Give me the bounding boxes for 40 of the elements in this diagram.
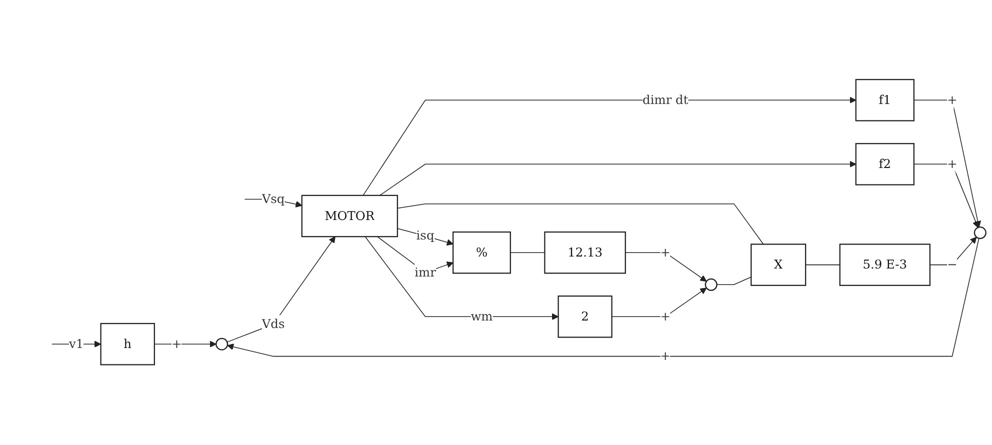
node-box: X <box>750 244 806 286</box>
connector <box>510 252 546 253</box>
edge-label: wm <box>470 309 493 324</box>
arrow <box>362 96 856 196</box>
node-circle <box>216 338 228 350</box>
edge-label: imr <box>414 264 436 280</box>
edge-label: v1 <box>69 336 84 351</box>
node-box: % <box>452 231 511 274</box>
arrow <box>930 236 977 266</box>
node-box: 5.9 E-3 <box>839 244 930 286</box>
arrow <box>914 100 982 228</box>
node-box: 2 <box>558 296 612 338</box>
edge-label: + <box>660 244 671 260</box>
arrow <box>226 236 336 342</box>
edge-label: + <box>660 309 671 324</box>
arrow <box>51 340 102 348</box>
arrow <box>227 238 980 357</box>
edge-label: dimr dt <box>642 92 688 107</box>
arrow <box>611 288 707 318</box>
node-circle <box>704 278 718 291</box>
node-box: MOTOR <box>301 194 398 238</box>
edge-label: Vds <box>262 316 285 332</box>
arrow <box>914 164 979 228</box>
arrow <box>379 160 856 196</box>
connector <box>805 264 840 266</box>
arrow <box>364 236 559 320</box>
edge-label: − <box>947 257 958 272</box>
node-circle <box>974 226 986 240</box>
edge-label: + <box>947 156 958 172</box>
edge-label: + <box>947 92 958 107</box>
edge-label: + <box>172 336 182 351</box>
node-box: h <box>100 322 155 366</box>
node-box: 12.13 <box>544 231 626 274</box>
edge-label: Vsq <box>262 192 285 206</box>
edge-label: isq <box>416 228 434 243</box>
connector <box>716 276 752 286</box>
arrow <box>625 252 707 282</box>
edge-label: + <box>660 348 671 364</box>
node-box: f2 <box>855 143 914 186</box>
node-box: f1 <box>855 78 914 122</box>
